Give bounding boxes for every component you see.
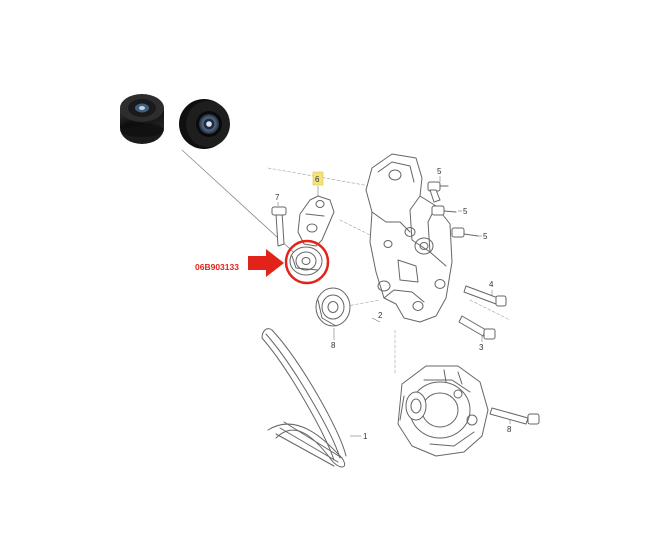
- callout-2: 2: [378, 311, 383, 320]
- callout-leaders: [277, 176, 511, 437]
- callout-3: 3: [479, 343, 484, 352]
- pulley-front-view: [179, 99, 230, 149]
- bolt-5-top: [427, 181, 449, 203]
- pulley-photo: [120, 94, 230, 149]
- callout-5-bottom: 5: [483, 232, 488, 241]
- bolt-4: [463, 285, 507, 307]
- bolt-3: [458, 315, 496, 340]
- bolt-5-bottom: [451, 227, 479, 238]
- alternator: [397, 365, 489, 457]
- highlighted-idler-pulley: [289, 246, 323, 276]
- callout-1: 1: [363, 432, 368, 441]
- callout-8-bolt: 8: [507, 425, 512, 434]
- arrow-icon: [248, 249, 284, 277]
- bolt-8-lower: [489, 407, 540, 425]
- callout-4: 4: [489, 280, 494, 289]
- callout-6-highlight: [312, 171, 324, 186]
- part-number-label: 06B903133: [195, 262, 239, 272]
- tensioner-arm: [297, 195, 335, 247]
- highlight-circle: [284, 239, 330, 285]
- callout-5-middle: 5: [463, 207, 468, 216]
- bolt-5-middle: [431, 205, 457, 216]
- line-art: [261, 153, 540, 468]
- poly-v-belt: [261, 328, 347, 468]
- idler-pulley-8: [315, 287, 351, 327]
- bolt-7: [271, 206, 287, 247]
- callout-numbers: 1 2 3 4 5 5 5 6 7 8 8: [275, 167, 512, 441]
- callout-6: 6: [315, 175, 320, 184]
- callout-7: 7: [275, 193, 280, 202]
- callout-8-pulley: 8: [331, 341, 336, 350]
- pulley-side-view: [120, 94, 164, 144]
- mounting-bracket: [365, 153, 453, 323]
- callout-5-top: 5: [437, 167, 442, 176]
